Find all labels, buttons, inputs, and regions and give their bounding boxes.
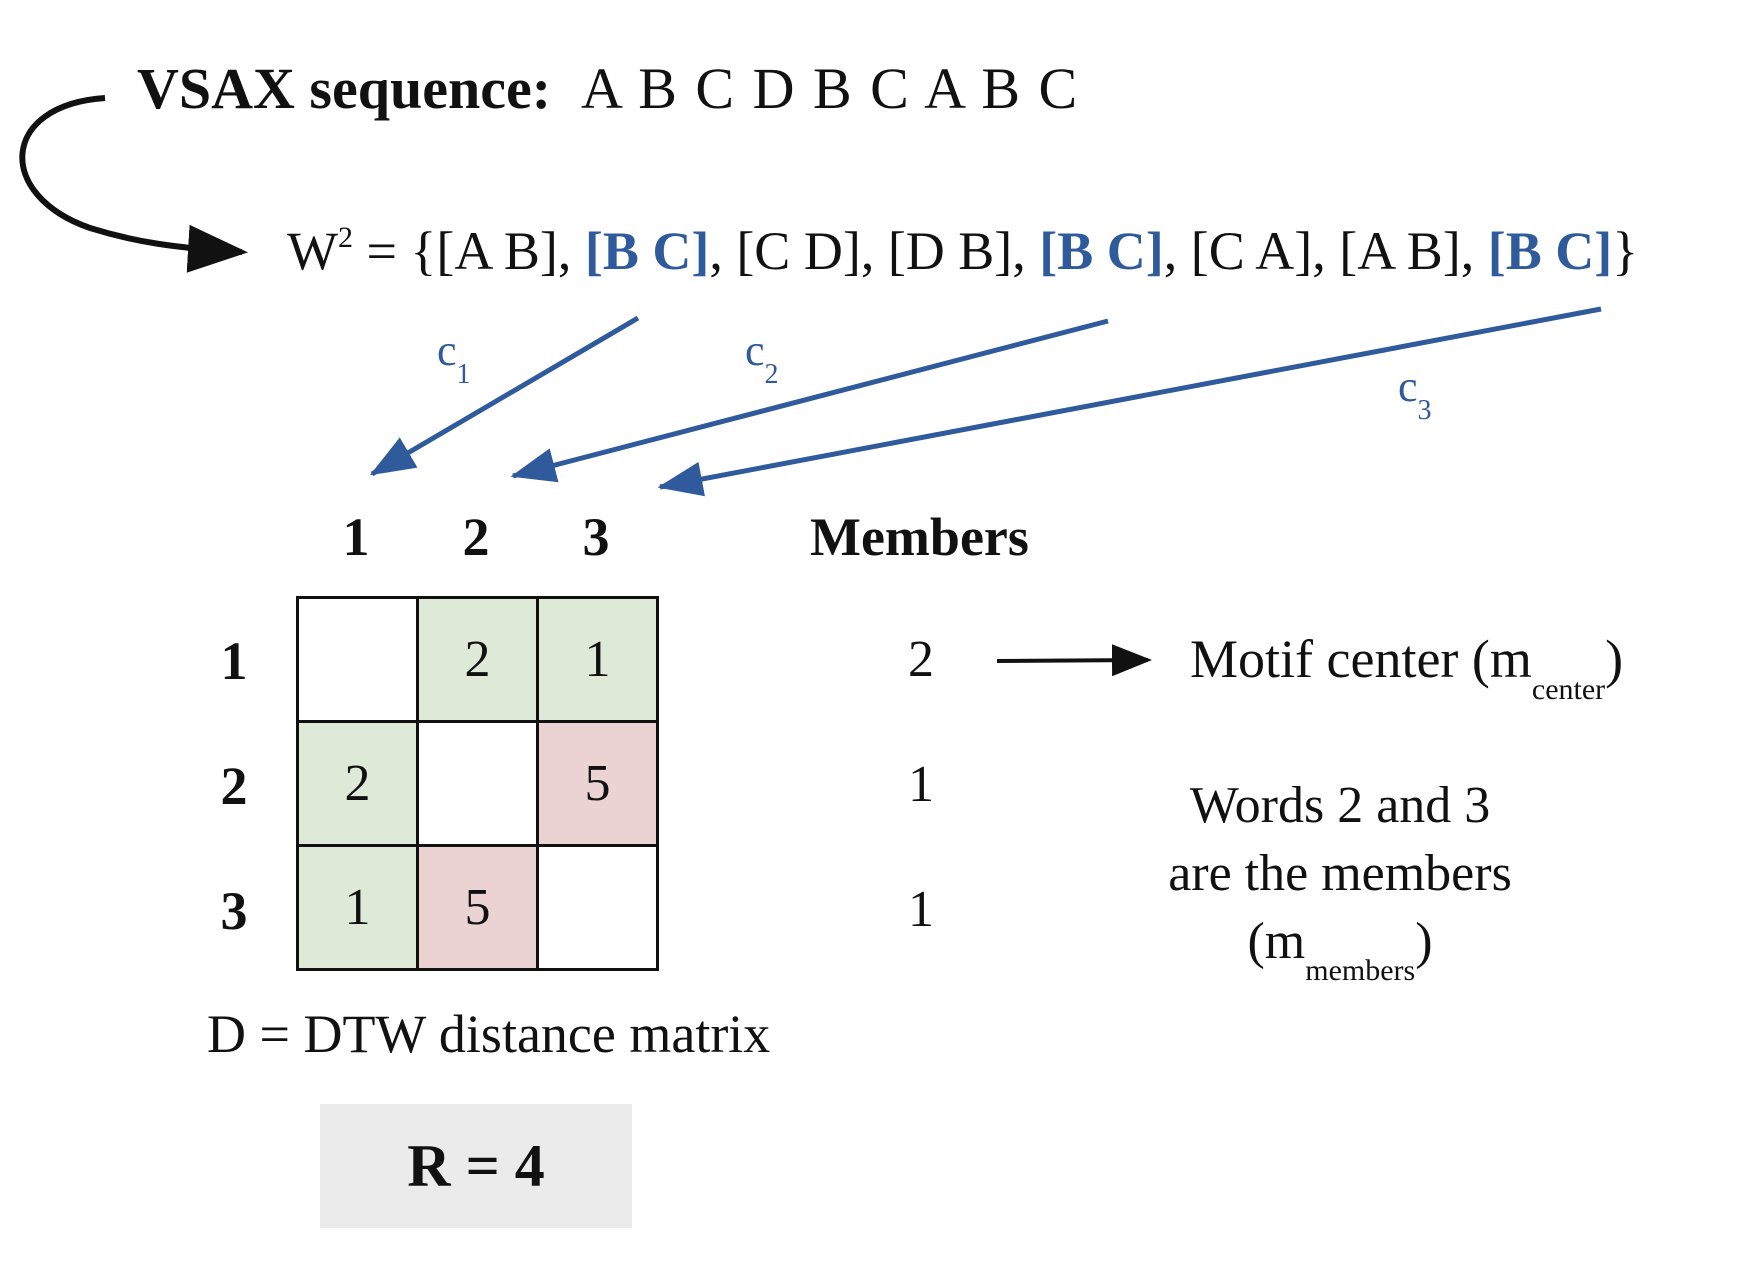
word-separator: , — [709, 221, 737, 281]
matrix-cell-3-3 — [539, 847, 659, 971]
matrix-cell-1-3: 1 — [539, 599, 659, 723]
matrix-cell-3-1: 1 — [299, 847, 419, 971]
members-note-line-1: Words 2 and 3 — [1189, 777, 1491, 834]
word: [A B] — [1339, 221, 1461, 281]
member-count-2: 1 — [908, 756, 934, 813]
word-set-open: = { — [352, 221, 437, 281]
word-highlighted: [B C] — [1039, 221, 1164, 281]
radius-value: R = 4 — [407, 1132, 545, 1199]
word-separator: , — [1312, 221, 1340, 281]
word-set-lhs: W — [287, 221, 338, 281]
matrix-row-header-3: 3 — [220, 881, 248, 941]
word: [C D] — [736, 221, 861, 281]
word-highlighted: [B C] — [1487, 221, 1613, 281]
vsax-sequence-label: VSAX sequence: — [137, 56, 552, 121]
vsax-sequence-value: A B C D B C A B C — [581, 56, 1080, 121]
sequence-to-words-arrow — [19, 95, 248, 273]
members-note-line-2: are the members — [1168, 845, 1512, 902]
matrix-cell-2-2 — [419, 723, 539, 847]
word-separator: , — [860, 221, 888, 281]
matrix-cell-2-1: 2 — [299, 723, 419, 847]
members-note: Words 2 and 3 are the members (mmembers) — [1115, 772, 1565, 987]
cluster-1-arrow — [369, 315, 640, 477]
word-separator: , — [557, 221, 585, 281]
matrix-cell-3-2: 5 — [419, 847, 539, 971]
cluster-label-c3: c3 — [1398, 362, 1432, 426]
matrix-col-header-3: 3 — [582, 507, 610, 567]
matrix-row-header-1: 1 — [220, 631, 248, 691]
matrix-cell-1-2: 2 — [419, 599, 539, 723]
members-header: Members — [810, 507, 1029, 567]
dtw-distance-matrix: 2 1 2 5 1 5 — [296, 596, 659, 971]
word-highlighted: [B C] — [584, 221, 710, 281]
matrix-caption: D = DTW distance matrix — [207, 1004, 771, 1064]
word-list: [A B], [B C], [C D], [D B], [B C], [C A]… — [436, 221, 1612, 281]
radius-box: R = 4 — [320, 1104, 632, 1228]
word: [C A] — [1190, 221, 1313, 281]
matrix-cell-2-3: 5 — [539, 723, 659, 847]
cluster-label-c2: c2 — [745, 326, 779, 390]
word-separator: , — [1012, 221, 1040, 281]
cluster-label-c1: c1 — [437, 326, 471, 390]
word-set-power: 2 — [337, 221, 353, 254]
vsax-sequence-line: VSAX sequence: A B C D B C A B C — [137, 55, 1079, 122]
member-count-3: 1 — [908, 881, 934, 938]
matrix-col-header-2: 2 — [462, 507, 490, 567]
word: [A B] — [436, 221, 558, 281]
word-separator: , — [1163, 221, 1191, 281]
cluster-2-arrow — [510, 318, 1109, 483]
matrix-cell-1-1 — [299, 599, 419, 723]
members-note-line-3: (mmembers) — [1247, 913, 1433, 987]
cluster-3-arrow — [657, 306, 1602, 497]
word-separator: , — [1460, 221, 1488, 281]
matrix-row-header-2: 2 — [220, 756, 248, 816]
center-pointer-arrow — [996, 644, 1152, 677]
matrix-col-header-1: 1 — [342, 507, 370, 567]
word-set-expression: W2 = {[A B], [B C], [C D], [D B], [B C],… — [287, 220, 1638, 282]
word-set-close: } — [1612, 221, 1639, 281]
motif-center-note: Motif center (mcenter) — [1190, 629, 1624, 706]
member-count-1: 2 — [908, 631, 934, 688]
word: [D B] — [887, 221, 1013, 281]
